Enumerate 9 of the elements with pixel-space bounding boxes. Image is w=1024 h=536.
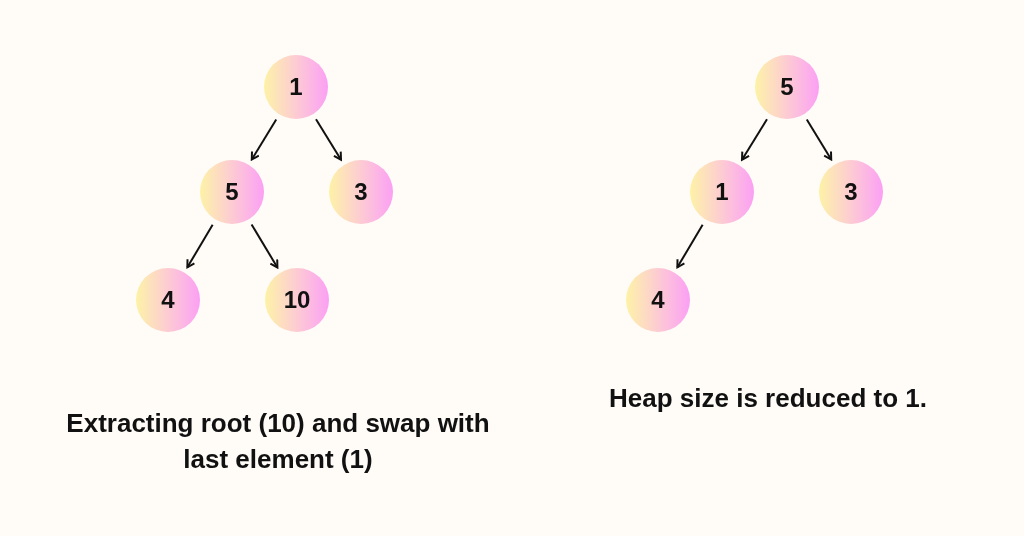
arrow bbox=[186, 223, 214, 269]
arrow bbox=[741, 118, 768, 161]
arrow bbox=[676, 223, 704, 269]
arrow bbox=[250, 118, 278, 161]
arrow bbox=[805, 118, 833, 161]
caption-text: Extracting root (10) and swap with last element (1) bbox=[65, 407, 491, 476]
caption-text: Heap size is reduced to 1. bbox=[608, 382, 928, 415]
arrow bbox=[315, 118, 342, 161]
arrow bbox=[250, 223, 279, 269]
